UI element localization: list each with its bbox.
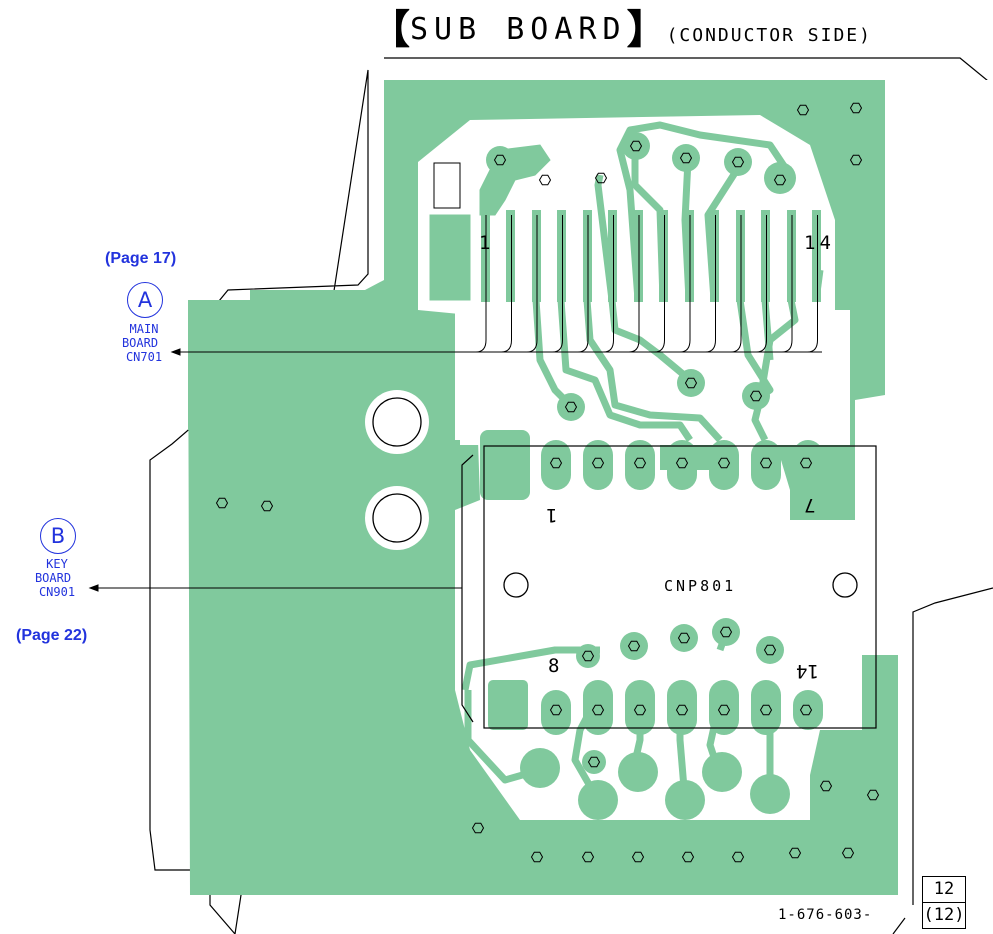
via-hole: [717, 704, 731, 716]
title-close-bracket: 】: [626, 7, 667, 53]
via-hole: [841, 847, 855, 859]
via-hole: [629, 140, 643, 152]
via-hole: [681, 851, 695, 863]
via-hole: [471, 822, 485, 834]
page-number-top: 12: [922, 876, 966, 903]
connector-a-line-2: BOARD: [121, 336, 159, 350]
board-title-side: (CONDUCTOR SIDE): [666, 25, 872, 46]
via-hole: [796, 104, 810, 116]
via-hole: [530, 851, 544, 863]
via-hole: [260, 500, 274, 512]
via-hole: [731, 851, 745, 863]
via-hole: [591, 457, 605, 469]
component-ref: CNP801: [664, 577, 737, 595]
board-title: 【SUB BOARD】(CONDUCTOR SIDE): [370, 10, 872, 50]
page-ref-b: (Page 22): [16, 627, 88, 644]
via-hole: [799, 704, 813, 716]
via-hole: [581, 851, 595, 863]
via-hole: [773, 174, 787, 186]
via-hole: [675, 457, 689, 469]
via-hole: [587, 756, 601, 768]
via-hole: [564, 401, 578, 413]
via-hole: [493, 154, 507, 166]
title-open-bracket: 【: [370, 7, 410, 53]
mount-holes: [372, 397, 858, 598]
pads-lower: [486, 132, 823, 820]
board-title-main: SUB BOARD: [410, 12, 627, 47]
via-hole: [849, 102, 863, 114]
ic-pin-7-label: 7: [804, 494, 816, 516]
via-hole: [788, 847, 802, 859]
via-hole: [866, 789, 880, 801]
via-hole: [633, 704, 647, 716]
via-hole: [594, 172, 608, 184]
connector-b-label: KEY BOARD CN901: [17, 557, 97, 599]
pads-upper: [480, 369, 855, 520]
via-hole: [749, 390, 763, 402]
ic-body-outline: [483, 445, 877, 729]
ic-pin-14-label: 14: [796, 660, 819, 682]
connector-b-line-3: CN901: [38, 585, 76, 599]
header-pin-14-label: 14: [804, 232, 835, 254]
via-hole: [679, 152, 693, 164]
via-hole: [549, 704, 563, 716]
via-hole: [719, 626, 733, 638]
via-hole: [677, 632, 691, 644]
via-hole: [627, 640, 641, 652]
page-number-bottom: (12): [922, 903, 966, 929]
via-hole: [215, 497, 229, 509]
via-hole: [581, 650, 595, 662]
ic-pin-8-label: 8: [548, 655, 560, 677]
connector-a-line-1: MAIN: [129, 322, 159, 336]
via-hole: [799, 457, 813, 469]
page-ref-a: (Page 17): [105, 250, 177, 267]
part-number: 1-676-603-: [778, 907, 873, 923]
via-hole: [759, 704, 773, 716]
via-hole: [849, 154, 863, 166]
via-hole: [819, 780, 833, 792]
connector-a-line-3: CN701: [125, 350, 163, 364]
via-hole: [759, 457, 773, 469]
via-hole: [763, 644, 777, 656]
annotation-arrows: [88, 348, 822, 592]
via-hole: [633, 457, 647, 469]
via-hole: [684, 377, 698, 389]
via-holes: [215, 102, 880, 863]
connector-b-line-2: BOARD: [34, 571, 72, 585]
header-pin-1-label: 1: [479, 232, 491, 254]
ic-pin-1-label: 1: [546, 504, 558, 526]
via-hole: [631, 851, 645, 863]
via-hole: [538, 174, 552, 186]
connector-b-line-1: KEY: [46, 557, 68, 571]
via-hole: [591, 704, 605, 716]
via-hole: [731, 156, 745, 168]
via-hole: [717, 457, 731, 469]
connector-id-b: B: [40, 518, 76, 554]
via-hole: [549, 457, 563, 469]
via-hole: [675, 704, 689, 716]
board-outline-bottom-right: [892, 917, 906, 934]
connector-bracket: [461, 454, 474, 723]
connector-a-label: MAIN BOARD CN701: [104, 322, 184, 364]
connector-id-a: A: [127, 282, 163, 318]
